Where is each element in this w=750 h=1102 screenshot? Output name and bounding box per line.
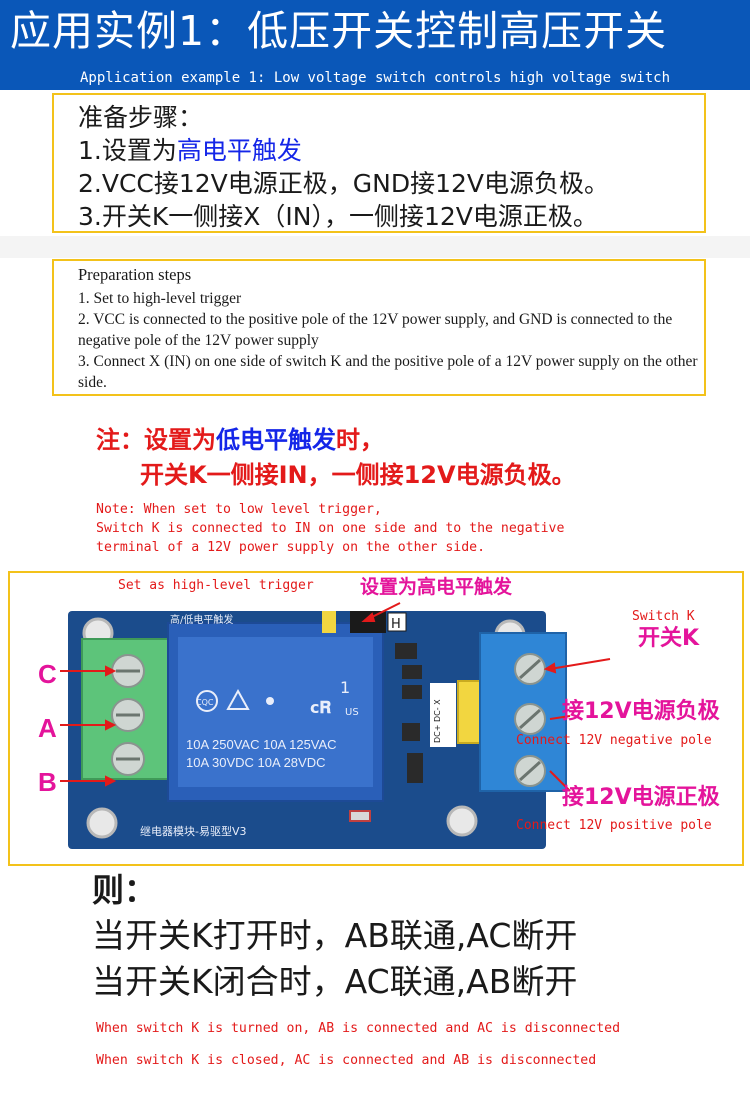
- component: [407, 753, 423, 783]
- arrow-switch: [549, 658, 611, 670]
- arrow-pos: [549, 770, 571, 792]
- pin-label-b: B: [38, 767, 57, 797]
- relay-rating-1: 10A 250VAC 10A 125VAC: [186, 737, 337, 752]
- note-en-line2: Switch K is connected to IN on one side …: [96, 521, 565, 536]
- relay-module-figure: CQC 1 c𝐑 US 10A 250VAC 10A 125VAC 10A 30…: [8, 571, 744, 866]
- board-bottom-label: 继电器模块-易驱型V3: [140, 824, 247, 838]
- result-line-1: 当开关K打开时，AB联通,AC断开: [92, 916, 578, 955]
- switch-label-en: Switch K: [632, 609, 695, 624]
- note-cn-suffix: 时，: [336, 426, 384, 454]
- header-label-plate: [430, 683, 456, 747]
- header-pins: [457, 680, 483, 744]
- mount-hole-icon: [446, 805, 478, 837]
- ul-logo-icon: c𝐑: [310, 698, 331, 717]
- steps-cn-step1: 1.设置为高电平触发: [78, 134, 704, 167]
- screw-slot: [518, 658, 542, 680]
- pin-label-c: C: [38, 659, 57, 689]
- steps-en-heading: Preparation steps: [78, 265, 192, 284]
- screw-slot: [518, 760, 542, 782]
- jumper-h-box: [387, 612, 407, 632]
- result-en-line-1: When switch K is turned on, AB is connec…: [96, 1021, 621, 1036]
- note-cn-line2: 开关K一侧接IN，一侧接12V电源负极。: [140, 461, 576, 489]
- steps-cn-heading: 准备步骤：: [78, 103, 204, 132]
- relay-us: US: [345, 707, 359, 718]
- separator-band: [0, 236, 750, 258]
- arrow-head-icon: [105, 665, 117, 677]
- steps-cn-step1-highlight: 高电平触发: [176, 136, 302, 165]
- arrow-neg: [549, 715, 571, 720]
- page-header: 应用实例1：低压开关控制高压开关 Application example 1: …: [0, 0, 750, 90]
- relay-num: 1: [340, 678, 350, 697]
- note-en-line3: terminal of a 12V power supply on the ot…: [96, 540, 486, 555]
- yellow-jumper-pin: [322, 611, 336, 633]
- cqc-logo-icon: [196, 690, 218, 712]
- steps-cn-step2: 2.VCC接12V电源正极，GND接12V电源负极。: [78, 169, 610, 198]
- board-top-label: 高/低电平触发: [170, 613, 233, 626]
- neg-label-en: Connect 12V negative pole: [516, 733, 712, 748]
- jumper-h: H: [391, 617, 401, 632]
- steps-cn-step3: 3.开关K一侧接X（IN），一侧接12V电源正极。: [78, 202, 598, 231]
- pos-label-cn: 接12V电源正极: [562, 785, 720, 810]
- component: [402, 685, 422, 699]
- trigger-label-cn: 设置为高电平触发: [360, 576, 513, 598]
- diode: [349, 810, 371, 822]
- center-dot-icon: [266, 697, 274, 705]
- steps-cn-step1-prefix: 1.设置为: [78, 136, 177, 165]
- steps-en-step3: 3. Connect X (IN) on one side of switch …: [78, 353, 698, 391]
- note-cn-highlight: 低电平触发: [216, 426, 336, 454]
- note-en: Note: When set to low level trigger, Swi…: [96, 500, 564, 557]
- note-en-line1: Note: When set to low level trigger,: [96, 502, 382, 517]
- page-title: 应用实例1：低压开关控制高压开关: [10, 7, 668, 55]
- relay-face: [178, 637, 373, 787]
- result-heading: 则：: [92, 871, 157, 909]
- component-r2: [395, 643, 417, 659]
- mount-hole-icon: [86, 807, 118, 839]
- warning-triangle-icon: [226, 688, 250, 710]
- arrow-head-icon: [361, 612, 376, 622]
- component: [402, 723, 420, 741]
- arrow-head-icon: [105, 775, 117, 787]
- arrow-head-icon: [543, 662, 557, 674]
- switch-label-cn: 开关K: [638, 626, 700, 651]
- arrow-head-icon: [105, 719, 117, 731]
- header-label: DC+ DC- X: [433, 699, 442, 743]
- component: [402, 665, 422, 679]
- pin-label-a: A: [38, 713, 57, 743]
- preparation-steps-en: Preparation steps 1. Set to high-level t…: [52, 259, 706, 396]
- neg-label-cn: 接12V电源负极: [562, 699, 720, 724]
- trigger-label-en: Set as high-level trigger: [118, 578, 314, 593]
- relay-module-illustration: CQC 1 c𝐑 US 10A 250VAC 10A 125VAC 10A 30…: [60, 602, 611, 849]
- note-cn-prefix: 注：设置为: [96, 426, 216, 454]
- note-cn-line1: 注：设置为低电平触发时，: [96, 423, 384, 457]
- result-line-2: 当开关K闭合时，AC联通,AB断开: [92, 962, 578, 1001]
- preparation-steps-cn: 准备步骤： 1.设置为高电平触发 2.VCC接12V电源正极，GND接12V电源…: [52, 93, 706, 233]
- relay-brand: CQC: [196, 698, 214, 707]
- screw-slot: [518, 708, 542, 730]
- result-en-line-2: When switch K is closed, AC is connected…: [96, 1053, 597, 1068]
- page-subtitle: Application example 1: Low voltage switc…: [79, 70, 670, 86]
- relay-rating-2: 10A 30VDC 10A 28VDC: [186, 755, 325, 770]
- pos-label-en: Connect 12V positive pole: [516, 818, 712, 833]
- steps-en-step2: 2. VCC is connected to the positive pole…: [78, 311, 673, 349]
- steps-en-step1: 1. Set to high-level trigger: [78, 289, 242, 307]
